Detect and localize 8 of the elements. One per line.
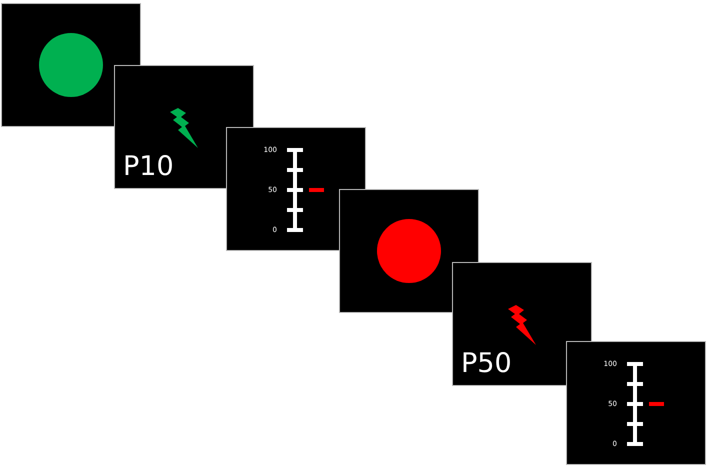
screen-panel xyxy=(566,341,706,465)
condition-label: P50 xyxy=(461,349,512,379)
screen-panel xyxy=(452,262,592,386)
condition-label: P10 xyxy=(123,152,174,182)
screen-panel xyxy=(226,127,366,251)
screen-panel xyxy=(114,65,254,189)
screen-panel xyxy=(1,3,141,127)
screen-panel xyxy=(339,189,479,313)
